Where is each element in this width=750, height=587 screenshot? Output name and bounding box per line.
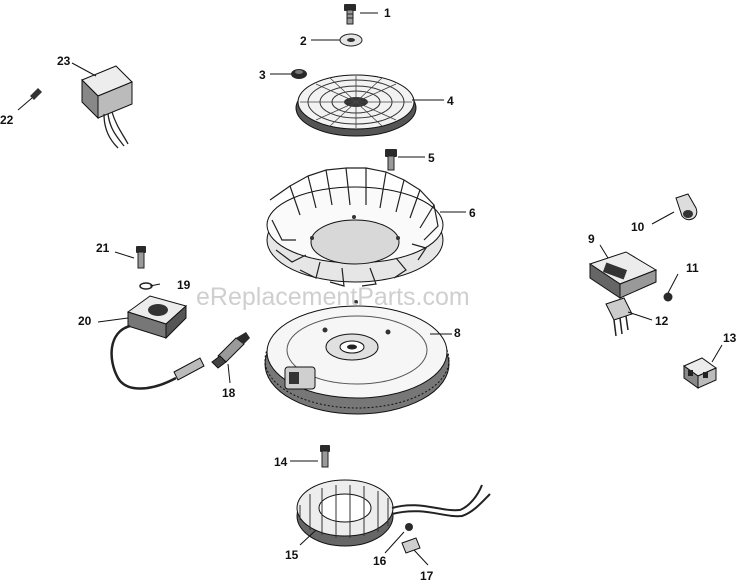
part-15-stator[interactable] [296,479,491,547]
callout-23[interactable]: 23 [57,54,71,68]
callout-15[interactable]: 15 [285,548,299,562]
callout-22[interactable]: 22 [0,113,14,127]
part-22-screw[interactable] [30,88,42,100]
callout-2[interactable]: 2 [300,34,307,48]
part-5-bolt[interactable] [385,149,397,171]
part-14-bolt[interactable] [320,445,330,468]
callout-11[interactable]: 11 [686,261,699,275]
part-10-clamp[interactable] [675,193,698,221]
part-4-screen[interactable] [295,74,417,137]
part-3-nut[interactable] [291,69,307,79]
callout-21[interactable]: 21 [96,241,110,255]
callout-8[interactable]: 8 [454,326,461,340]
callout-4[interactable]: 4 [447,94,454,108]
callout-18[interactable]: 18 [222,386,236,400]
part-9-regulator[interactable] [588,251,658,299]
part-6-fan[interactable] [266,167,444,287]
callout-10[interactable]: 10 [631,220,645,234]
part-21-bolt[interactable] [136,246,146,269]
callout-19[interactable]: 19 [177,278,191,292]
part-12-connector[interactable] [605,297,633,337]
part-17-clip[interactable] [401,537,421,554]
part-1-bolt[interactable] [344,4,356,25]
callout-1[interactable]: 1 [384,6,391,20]
callout-numbers: 1 2 3 4 5 6 8 9 10 11 12 13 14 15 16 17 … [0,6,737,583]
callout-6[interactable]: 6 [469,206,476,220]
callout-14[interactable]: 14 [274,455,288,469]
part-23-rectifier[interactable] [81,65,133,149]
callout-3[interactable]: 3 [259,68,266,82]
part-2-washer[interactable] [339,33,363,47]
part-8-flywheel[interactable] [264,300,450,415]
part-20-ignition-module[interactable] [110,295,205,390]
callout-16[interactable]: 16 [373,554,387,568]
callout-17[interactable]: 17 [420,569,434,583]
callout-13[interactable]: 13 [723,331,737,345]
part-13-terminal[interactable] [682,357,718,389]
part-16-screw[interactable] [405,523,413,531]
part-18-spark-plug[interactable] [211,332,250,369]
callout-5[interactable]: 5 [428,151,435,165]
callout-20[interactable]: 20 [78,314,92,328]
callout-12[interactable]: 12 [655,314,669,328]
leader-lines [17,12,723,566]
watermark: eReplacementParts.com [196,283,470,311]
part-11-nut[interactable] [663,292,673,302]
callout-9[interactable]: 9 [588,232,595,246]
